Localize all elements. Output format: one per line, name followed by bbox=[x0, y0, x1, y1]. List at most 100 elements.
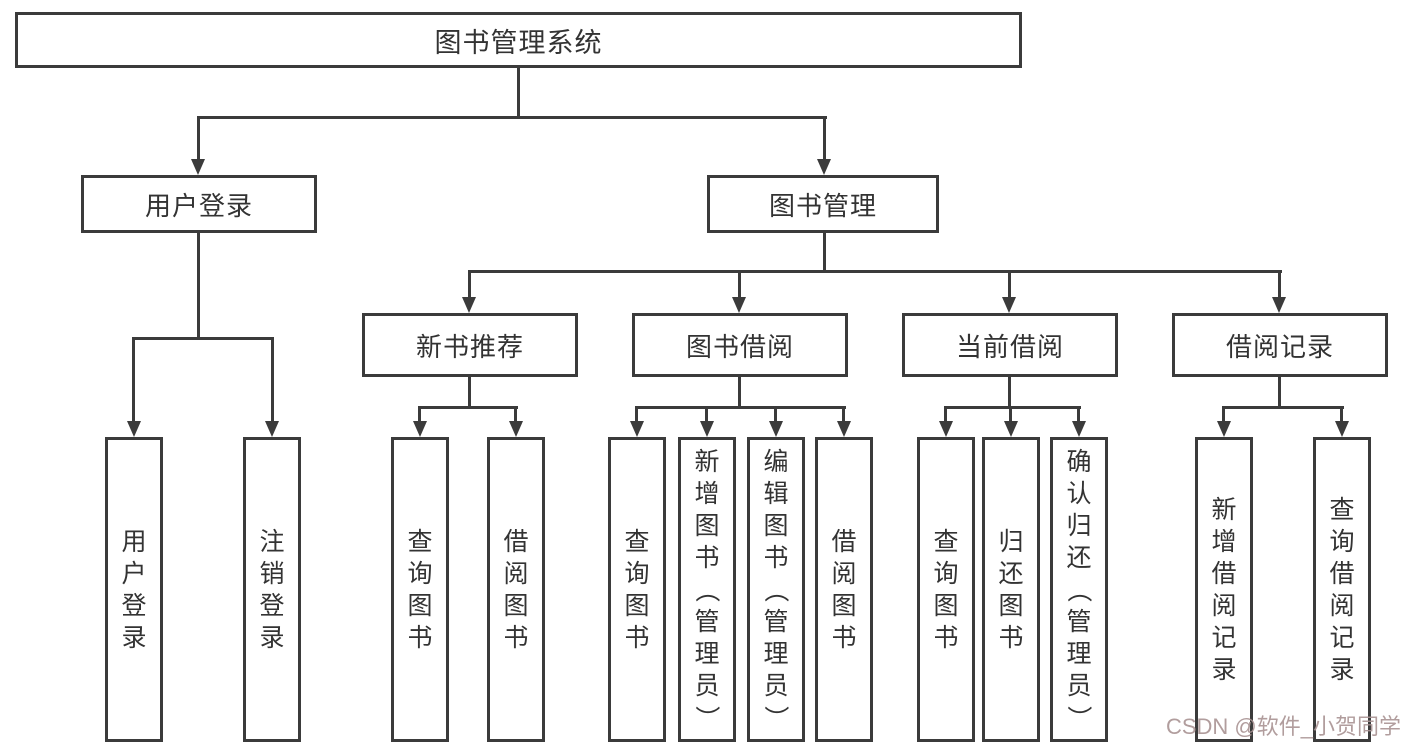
vertical-char: 销 bbox=[259, 559, 285, 588]
vertical-char: ） bbox=[761, 704, 790, 731]
connector-stub-current-borrow bbox=[1008, 270, 1011, 299]
node-book-borrowing: 图书借阅 bbox=[632, 313, 848, 377]
vertical-char: 书 bbox=[933, 623, 959, 652]
vertical-char: 询 bbox=[407, 559, 433, 588]
vertical-char: 归 bbox=[1066, 511, 1092, 540]
vertical-char: 记 bbox=[1329, 623, 1355, 652]
connector-new-book-stem bbox=[468, 377, 471, 408]
connector-drop-login-leaf bbox=[132, 337, 135, 423]
arrow-login-leaf bbox=[127, 421, 141, 437]
connector-drop bbox=[774, 406, 777, 423]
vertical-char: 书 bbox=[407, 623, 433, 652]
connector-drop bbox=[1340, 406, 1343, 423]
node-user-login: 用户登录 bbox=[81, 175, 317, 233]
vertical-char: 员 bbox=[694, 671, 720, 700]
leaf-query-borrow-record: 查询借阅记录 bbox=[1313, 437, 1371, 742]
arrow-leaf bbox=[1004, 421, 1018, 437]
vertical-char: 询 bbox=[1329, 527, 1355, 556]
vertical-char: 管 bbox=[694, 607, 720, 636]
node-current-borrowing: 当前借阅 bbox=[902, 313, 1118, 377]
connector-drop bbox=[1009, 406, 1012, 423]
arrow-leaf bbox=[1072, 421, 1086, 437]
vertical-char: 图 bbox=[831, 591, 857, 620]
vertical-char: 书 bbox=[503, 623, 529, 652]
leaf-query-books-borrow: 查询图书 bbox=[608, 437, 666, 742]
connector-current-borrow-stem bbox=[1008, 377, 1011, 408]
connector-drop bbox=[1077, 406, 1080, 423]
connector-stub-new-book bbox=[468, 270, 471, 299]
vertical-char: 户 bbox=[121, 559, 147, 588]
node-label: 新书推荐 bbox=[415, 331, 524, 362]
node-label: 图书借阅 bbox=[685, 331, 794, 362]
node-book-management-system: 图书管理系统 bbox=[15, 12, 1022, 68]
vertical-char: （ bbox=[692, 576, 721, 603]
node-book-management: 图书管理 bbox=[707, 175, 939, 233]
vertical-char: 查 bbox=[624, 527, 650, 556]
vertical-char: 录 bbox=[259, 623, 285, 652]
vertical-char: ） bbox=[692, 704, 721, 731]
leaf-return-books: 归还图书 bbox=[982, 437, 1040, 742]
vertical-char: 管 bbox=[1066, 607, 1092, 636]
vertical-char: （ bbox=[1064, 576, 1093, 603]
arrow-leaf bbox=[509, 421, 523, 437]
vertical-char: 图 bbox=[998, 591, 1024, 620]
vertical-char: 询 bbox=[933, 559, 959, 588]
vertical-char: 书 bbox=[831, 623, 857, 652]
arrow-leaf bbox=[1217, 421, 1231, 437]
vertical-char: 辑 bbox=[763, 479, 789, 508]
connector-user-login-bar bbox=[132, 337, 274, 340]
vertical-char: 归 bbox=[998, 527, 1024, 556]
connector-new-book-bar bbox=[418, 406, 518, 409]
arrow-user-login bbox=[191, 159, 205, 175]
vertical-char: 录 bbox=[1329, 655, 1355, 684]
vertical-char: 管 bbox=[763, 607, 789, 636]
vertical-char: 编 bbox=[763, 447, 789, 476]
leaf-confirm-return-admin: 确认归还（管理员） bbox=[1050, 437, 1108, 742]
vertical-char: 书 bbox=[694, 543, 720, 572]
connector-stub-borrow-records bbox=[1278, 270, 1281, 299]
vertical-char: 借 bbox=[503, 527, 529, 556]
vertical-char: 记 bbox=[1211, 623, 1237, 652]
vertical-char: 借 bbox=[831, 527, 857, 556]
connector-stub-book-management bbox=[823, 116, 826, 159]
vertical-char: 阅 bbox=[503, 559, 529, 588]
vertical-char: 询 bbox=[624, 559, 650, 588]
vertical-char: 认 bbox=[1066, 479, 1092, 508]
leaf-logout: 注销登录 bbox=[243, 437, 301, 742]
vertical-char: 新 bbox=[1211, 495, 1237, 524]
arrow-book-borrow bbox=[732, 297, 746, 313]
node-label: 图书管理系统 bbox=[434, 27, 603, 58]
vertical-char: 阅 bbox=[831, 559, 857, 588]
vertical-char: 书 bbox=[763, 543, 789, 572]
vertical-char: 录 bbox=[1211, 655, 1237, 684]
arrow-leaf bbox=[769, 421, 783, 437]
connector-user-login-stem bbox=[197, 233, 200, 339]
connector-stub-user-login bbox=[197, 116, 200, 159]
vertical-char: 图 bbox=[503, 591, 529, 620]
vertical-char: 确 bbox=[1066, 447, 1092, 476]
node-label: 当前借阅 bbox=[955, 331, 1064, 362]
vertical-char: 用 bbox=[121, 527, 147, 556]
arrow-leaf bbox=[700, 421, 714, 437]
connector-book-borrow-stem bbox=[738, 377, 741, 408]
leaf-add-books-admin: 新增图书（管理员） bbox=[678, 437, 736, 742]
arrow-new-book bbox=[462, 297, 476, 313]
leaf-borrow-books: 借阅图书 bbox=[815, 437, 873, 742]
connector-book-management-stem bbox=[823, 233, 826, 272]
vertical-char: 增 bbox=[1211, 527, 1237, 556]
arrow-leaf bbox=[630, 421, 644, 437]
vertical-char: 还 bbox=[1066, 543, 1092, 572]
arrow-borrow-records bbox=[1272, 297, 1286, 313]
connector-drop bbox=[1222, 406, 1225, 423]
arrow-current-borrow bbox=[1002, 297, 1016, 313]
vertical-char: 阅 bbox=[1211, 591, 1237, 620]
leaf-add-borrow-record: 新增借阅记录 bbox=[1195, 437, 1253, 742]
vertical-char: 图 bbox=[407, 591, 433, 620]
vertical-char: 书 bbox=[624, 623, 650, 652]
arrow-leaf bbox=[413, 421, 427, 437]
node-label: 借阅记录 bbox=[1225, 331, 1334, 362]
vertical-char: 查 bbox=[1329, 495, 1355, 524]
vertical-char: 理 bbox=[1066, 639, 1092, 668]
vertical-char: 登 bbox=[121, 591, 147, 620]
arrow-book-management bbox=[817, 159, 831, 175]
